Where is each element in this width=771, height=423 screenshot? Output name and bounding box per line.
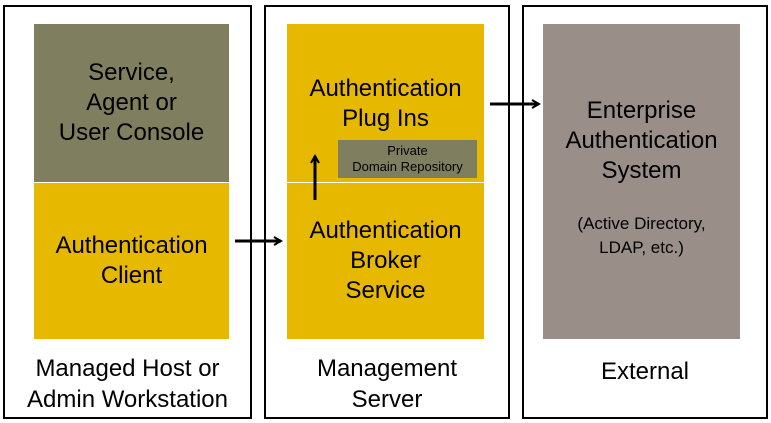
private-domain-repository-label: Private Domain Repository <box>352 143 463 174</box>
authentication-client-box: Authentication Client <box>34 183 229 339</box>
management-server-caption: Management Server <box>316 355 458 413</box>
service-agent-console-box: Service, Agent or User Console <box>34 24 229 182</box>
managed-host-caption: Managed Host or Admin Workstation <box>27 355 228 413</box>
external-caption: External <box>600 358 690 385</box>
enterprise-auth-system-box: Enterprise Authentication System (Active… <box>543 24 740 339</box>
enterprise-auth-system-label: Enterprise Authentication System <box>565 97 718 184</box>
authentication-plugins-label: Authentication Plug Ins <box>309 75 462 132</box>
authentication-broker-box: Authentication Broker Service <box>287 183 484 339</box>
private-domain-repository-box: Private Domain Repository <box>338 140 477 178</box>
service-agent-console-label: Service, Agent or User Console <box>58 59 205 146</box>
authentication-client-label: Authentication Client <box>55 232 208 289</box>
authentication-broker-label: Authentication Broker Service <box>309 217 462 304</box>
enterprise-auth-system-detail: (Active Directory, LDAP, etc.) <box>577 214 706 257</box>
